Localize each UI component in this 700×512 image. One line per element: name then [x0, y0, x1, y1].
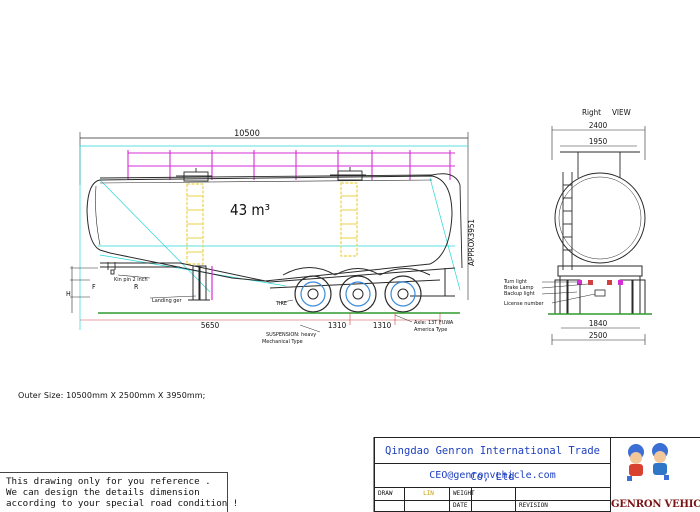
tire-callout: TIRE — [275, 301, 287, 307]
america-type-callout: America Type — [414, 327, 447, 333]
reference-note: This drawing only for you reference . We… — [0, 472, 239, 512]
company-email[interactable]: CEO@genronvehicle.com — [375, 464, 610, 488]
width-bottom-dim: 2500 — [589, 331, 608, 340]
drawer-name: LIN — [405, 488, 450, 500]
overall-length-dim: 10500 — [234, 129, 260, 139]
marker-h: H — [66, 290, 71, 298]
title-block-row-date: DATE REVISION — [375, 500, 610, 512]
marker-r: R — [134, 283, 139, 291]
note-line: according to your special road condition… — [6, 498, 239, 509]
front-dim: 5650 — [201, 321, 220, 330]
landing-gear-callout: Landing ger — [152, 298, 182, 304]
genron-logo-figures — [627, 443, 669, 481]
row1-spare — [516, 488, 610, 500]
side-view: 10500 — [66, 129, 476, 345]
date-label: DATE — [450, 500, 472, 512]
right-view-title-left: Right — [582, 108, 601, 117]
kingpin-callout: Kin pin 2 inch — [114, 277, 148, 283]
suspension-callout: SUSPENSION: heavy — [266, 332, 316, 338]
width-top-dim: 2400 — [589, 121, 608, 130]
wheel-group — [294, 275, 422, 313]
note-line: We can design the details dimension — [6, 487, 200, 498]
axle-spacing-2: 1310 — [373, 321, 392, 330]
height-dim: APPROX3951 — [467, 219, 476, 266]
width-inner-dim: 1950 — [589, 137, 608, 146]
light-label-brake: Brake Lamp — [504, 285, 534, 291]
mechanical-type-callout: Mechanical Type — [262, 339, 303, 345]
axle-callout: Axle: 13T FUWA — [414, 320, 454, 326]
company-name: Qingdao Genron International Trade Co, L… — [375, 438, 610, 483]
title-block-row-draw: DRAW LIN WEIGHT — [375, 488, 610, 501]
weight-label: WEIGHT — [450, 488, 475, 500]
draw-label: DRAW — [375, 488, 405, 500]
logo-box: GENRON VEHICLE — [611, 437, 700, 512]
marker-f: F — [92, 283, 96, 291]
note-line: This drawing only for you reference . — [6, 476, 211, 487]
light-label-backup: Backup light — [504, 291, 535, 297]
date-value — [472, 500, 516, 512]
outer-size-text: Outer Size: 10500mm X 2500mm X 3950mm; — [18, 391, 206, 400]
tank-volume: 43 m³ — [230, 201, 270, 219]
light-label-turn: Turn light — [503, 279, 527, 285]
right-view-title-right: VIEW — [612, 108, 631, 117]
track-dim: 1840 — [589, 319, 608, 328]
logo-text: GENRON VEHICLE — [611, 499, 700, 510]
light-label-license: License number — [504, 301, 545, 307]
weight-value — [472, 488, 516, 500]
right-view: Right VIEW 2400 1950 — [503, 108, 652, 345]
revision-label: REVISION — [519, 502, 548, 509]
title-block: Qingdao Genron International Trade Co, L… — [374, 437, 611, 512]
axle-spacing-1: 1310 — [328, 321, 347, 330]
sig-cell — [405, 500, 450, 512]
draw-sig-cell — [375, 500, 405, 512]
